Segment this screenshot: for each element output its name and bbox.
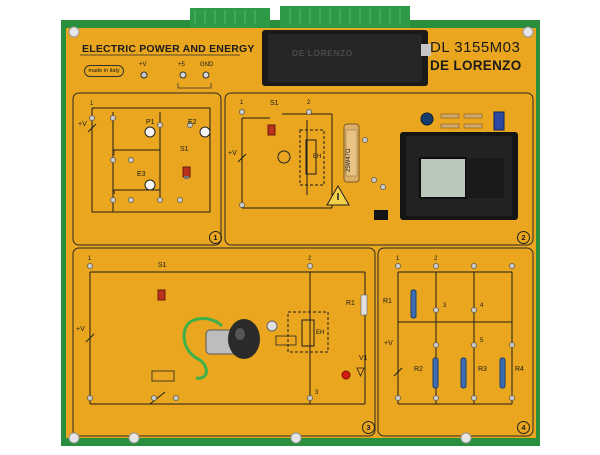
s1-e2: E2	[188, 119, 197, 126]
faceplate	[66, 28, 536, 438]
section-3-wiring	[85, 271, 366, 405]
section-1-frame	[72, 92, 222, 246]
s4-n2: 2	[434, 256, 438, 262]
section-4-wiring	[393, 271, 513, 405]
supply-label-v: +V	[139, 62, 147, 68]
model-number: DL 3155M03	[430, 39, 521, 56]
supply-jacks	[140, 71, 212, 89]
s4-r4: R4	[515, 366, 524, 373]
s2-n1: 1	[240, 100, 244, 106]
s4-v: +V	[384, 340, 393, 347]
supply-label-gnd: GND	[200, 62, 214, 68]
led-icon	[341, 370, 351, 380]
section-3-frame	[72, 247, 376, 437]
s3-r1: R1	[346, 300, 355, 307]
section-2-frame	[224, 92, 534, 246]
s4-n3: 3	[443, 303, 447, 309]
section-3-number: 3	[362, 421, 375, 434]
supply-label-5: +5	[178, 62, 185, 68]
s4-n5: 5	[480, 338, 484, 344]
panel-meter	[400, 132, 518, 220]
section-3-components	[87, 263, 368, 401]
panel-title: ELECTRIC POWER AND ENERGY	[82, 43, 255, 55]
made-in-badge: made in Italy	[84, 65, 124, 77]
s3-n2: 2	[308, 256, 312, 262]
section-2-components	[239, 109, 388, 220]
section-4-resistors	[395, 263, 515, 401]
section-1-wiring	[87, 107, 211, 213]
s3-n3: 3	[315, 390, 319, 396]
potentiometer-icon	[228, 319, 260, 359]
section-2-wiring	[237, 113, 333, 209]
section-2-number: 2	[517, 231, 530, 244]
s4-r2: R2	[414, 366, 423, 373]
edge-connector-left	[190, 8, 270, 28]
s2-n2: 2	[307, 100, 311, 106]
section-4-frame	[377, 247, 534, 437]
s2-s1: S1	[270, 100, 279, 107]
s3-v: +V	[76, 326, 85, 333]
s3-eh: EH	[316, 330, 325, 336]
s1-n3: 3	[112, 190, 116, 196]
resistor-icon	[360, 294, 368, 316]
meter-board-components	[420, 111, 505, 131]
s2-eh: EH	[313, 154, 322, 160]
section-1-number: 1	[209, 231, 222, 244]
s1-v: +V	[78, 121, 87, 128]
s4-r1: R1	[383, 298, 392, 305]
s1-n2: 2	[112, 151, 116, 157]
s1-p1: P1	[146, 119, 155, 126]
s3-s1: S1	[158, 262, 167, 269]
s3-v1: V1	[359, 355, 368, 362]
edge-connector-right	[280, 6, 410, 28]
s2-v: +V	[228, 150, 237, 157]
connector-brand: DE LORENZO	[292, 48, 353, 58]
s2-resistor-value: 25W47Ω	[346, 148, 352, 173]
s4-r3: R3	[478, 366, 487, 373]
section-4-number: 4	[517, 421, 530, 434]
s4-n1: 1	[396, 256, 400, 262]
s4-n4: 4	[480, 303, 484, 309]
s3-n1: 1	[88, 256, 92, 262]
brand-logo: DE LORENZO	[430, 58, 522, 73]
s1-e3: E3	[137, 171, 146, 178]
s1-s1: S1	[180, 146, 189, 153]
section-1-components	[89, 115, 211, 203]
lcd-display	[419, 157, 467, 199]
s1-n1: 1	[90, 101, 94, 107]
